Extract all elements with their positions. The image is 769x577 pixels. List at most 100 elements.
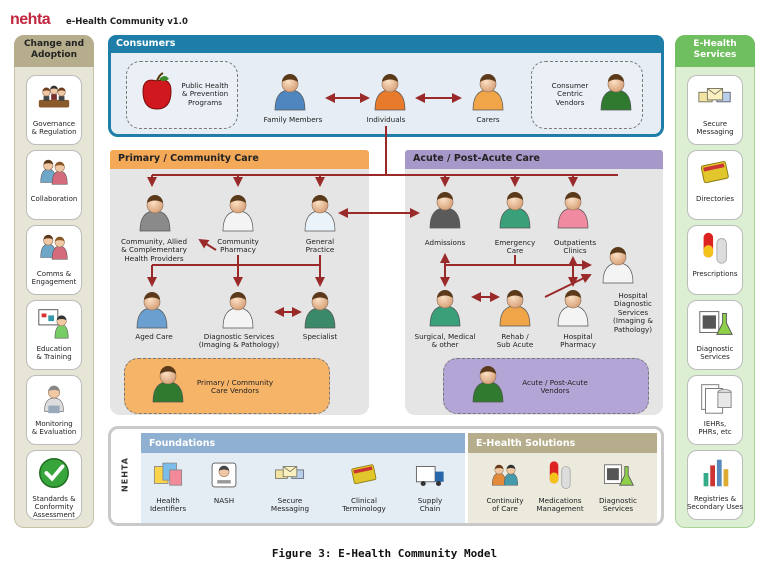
- people-icon: [34, 229, 74, 271]
- ehealth-service-item-label: Diagnostic Services: [696, 345, 734, 361]
- foundation-item-label: NASH: [213, 496, 235, 505]
- change-adoption-item: Education & Training: [26, 300, 82, 370]
- pills-icon: [695, 229, 735, 271]
- consumers-header: [108, 35, 664, 53]
- lab-icon: [695, 304, 735, 346]
- outpatients-icon: [557, 192, 589, 229]
- ehealth-services-header: [675, 35, 755, 67]
- foundation-item-label: Supply Chain: [417, 496, 443, 514]
- family-members-label: Family Members: [263, 115, 323, 124]
- aged-care-icon: [136, 292, 168, 329]
- solution-item-label: Medications Management: [536, 496, 584, 514]
- change-adoption-item-label: Collaboration: [30, 195, 78, 203]
- hospital-diagnostic-label: Hospital Diagnostic Services (Imaging & …: [613, 291, 653, 334]
- presenter-icon: [34, 304, 74, 346]
- change-adoption-item: Comms & Engagement: [26, 225, 82, 295]
- ehealth-service-item-label: Registries & Secondary Uses: [686, 495, 744, 511]
- figure-caption: Figure 3: E-Health Community Model: [271, 547, 498, 560]
- nehta-logo: nehta: [10, 11, 51, 28]
- change-adoption-title: Change and Adoption: [23, 39, 85, 60]
- foundations-title: Foundations: [149, 438, 216, 449]
- records-icon: [695, 379, 735, 421]
- change-adoption-item-label: Monitoring & Evaluation: [31, 420, 77, 436]
- solution-item-label: Continuity of Care: [486, 496, 524, 514]
- ehealth-service-item: Diagnostic Services: [687, 300, 743, 370]
- change-adoption-item-label: Governance & Regulation: [31, 120, 77, 136]
- change-adoption-header: [14, 35, 94, 67]
- foundations-header: [141, 433, 465, 453]
- general-practice-label: General Practice: [305, 237, 335, 255]
- primary-care-title: Primary / Community Care: [118, 153, 259, 164]
- consumers-title: Consumers: [116, 38, 176, 49]
- check-icon: [34, 454, 74, 496]
- family-members-icon: [274, 74, 306, 111]
- individual-icon: [374, 74, 406, 111]
- change-adoption-item-label: Standards & Conformity Assessment: [32, 495, 76, 519]
- primary-vendors-label: Primary / Community Care Vendors: [196, 378, 274, 396]
- apple-icon: [142, 72, 172, 110]
- hospital-pharmacist-icon: [557, 290, 589, 327]
- primary-vendor-icon: [152, 366, 184, 403]
- hospital-pharmacy-label: Hospital Pharmacy: [560, 332, 596, 350]
- carer-icon: [472, 74, 504, 111]
- ehealth-service-item-label: Directories: [695, 195, 735, 203]
- foundation-item-label: Clinical Terminology: [342, 496, 386, 514]
- specialist-label: Specialist: [302, 332, 338, 341]
- consumer-vendors-label: Consumer Centric Vendors: [551, 81, 589, 107]
- doctor-icon: [304, 195, 336, 232]
- public-health-label: Public Health & Prevention Programs: [181, 81, 229, 107]
- ehealth-service-item-label: Secure Messaging: [696, 120, 734, 136]
- envelopes-icon: [273, 458, 307, 496]
- envelopes-icon: [695, 79, 735, 121]
- acute-care-title: Acute / Post-Acute Care: [413, 153, 540, 164]
- diagnostic-services-label: Diagnostic Services (Imaging & Pathology…: [198, 332, 280, 350]
- acute-vendor-icon: [472, 366, 504, 403]
- admissions-icon: [429, 192, 461, 229]
- id-badge-icon: [207, 458, 241, 496]
- individuals-label: Individuals: [366, 115, 406, 124]
- change-adoption-item: Standards & Conformity Assessment: [26, 450, 82, 520]
- ehealth-service-item-label: Prescriptions: [692, 270, 738, 278]
- outpatients-label: Outpatients Clinics: [553, 238, 597, 256]
- emergency-icon: [499, 192, 531, 229]
- solution-item-label: Diagnostic Services: [599, 496, 637, 514]
- monitor-person-icon: [34, 379, 74, 421]
- meeting-icon: [34, 79, 74, 121]
- book-icon: [695, 154, 735, 196]
- pills-icon: [543, 458, 577, 496]
- aged-care-label: Aged Care: [135, 332, 173, 341]
- carers-label: Carers: [476, 115, 500, 124]
- ehealth-service-item: Prescriptions: [687, 225, 743, 295]
- admissions-label: Admissions: [424, 238, 466, 247]
- specialist-icon: [304, 292, 336, 329]
- ehealth-service-item: Directories: [687, 150, 743, 220]
- lab-icon: [601, 458, 635, 496]
- change-adoption-item: Governance & Regulation: [26, 75, 82, 145]
- ehealth-solutions-title: E-Health Solutions: [476, 438, 576, 449]
- change-adoption-item: Collaboration: [26, 150, 82, 220]
- primary-care-header: [110, 150, 369, 169]
- ehealth-services-title: E-Health Services: [693, 39, 737, 60]
- acute-vendors-box: [443, 358, 649, 414]
- change-adoption-item-label: Education & Training: [36, 345, 72, 361]
- ehealth-service-item-label: IEHRs, PHRs, etc: [698, 420, 732, 436]
- surgical-label: Surgical, Medical & other: [414, 332, 476, 350]
- community-provider-icon: [139, 195, 171, 232]
- ehealth-service-item: IEHRs, PHRs, etc: [687, 375, 743, 445]
- ehealth-service-item: Registries & Secondary Uses: [687, 450, 743, 520]
- diagnostic-staff-icon: [222, 292, 254, 329]
- surgeon-icon: [429, 290, 461, 327]
- bar-chart-icon: [695, 454, 735, 496]
- ehealth-solutions-header: [468, 433, 657, 453]
- book-icon: [347, 458, 381, 496]
- change-adoption-item-label: Comms & Engagement: [31, 270, 77, 286]
- page-title: e-Health Community v1.0: [66, 17, 188, 27]
- rehab-icon: [499, 290, 531, 327]
- people-icon: [34, 154, 74, 196]
- rehab-label: Rehab / Sub Acute: [496, 332, 534, 350]
- community-providers-label: Community, Allied & Complementary Health…: [120, 237, 188, 263]
- pharmacist-icon: [222, 195, 254, 232]
- truck-icon: [413, 458, 447, 496]
- vendor-person-icon: [600, 74, 632, 111]
